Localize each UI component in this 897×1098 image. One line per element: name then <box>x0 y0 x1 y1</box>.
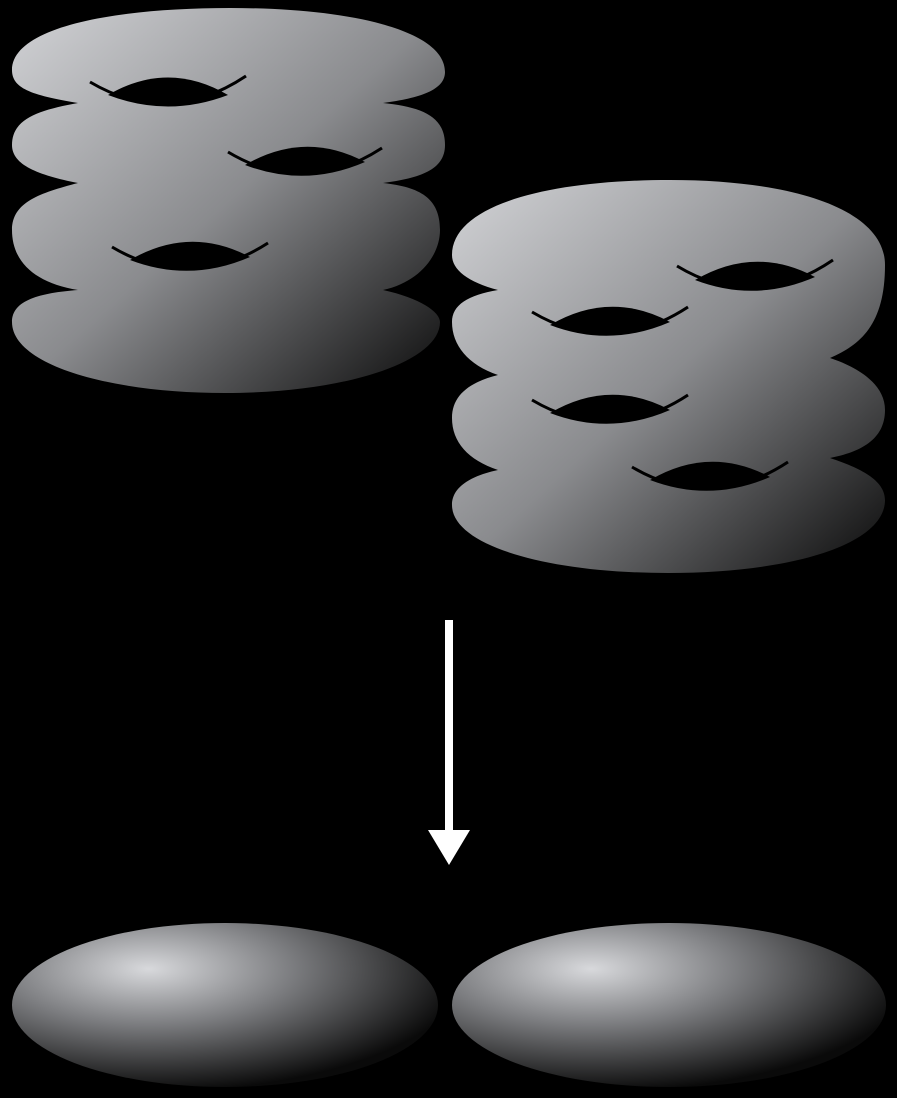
result-disk-left <box>12 923 438 1087</box>
right-stacked-surface <box>452 180 885 573</box>
result-disk-right <box>452 923 886 1087</box>
left-stack-body <box>12 8 445 393</box>
right-stack-body <box>452 180 885 573</box>
left-stacked-surface <box>12 8 445 393</box>
